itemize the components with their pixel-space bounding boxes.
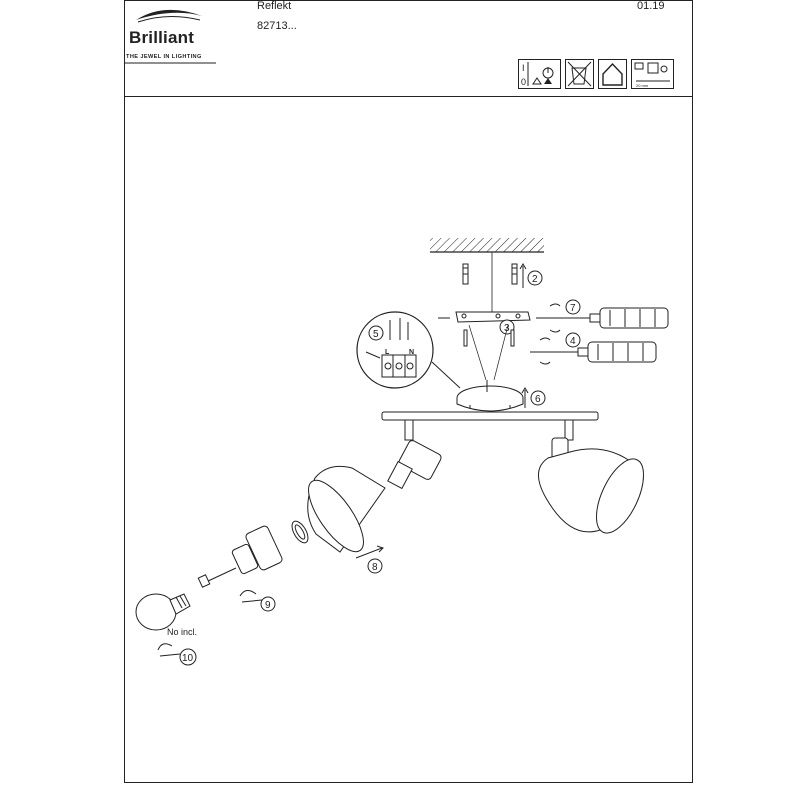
svg-text:0: 0	[521, 77, 526, 87]
light-bulb	[135, 593, 191, 631]
header-divider	[124, 96, 693, 97]
screwdriver-bottom	[530, 341, 657, 363]
brand-tagline: THE JEWEL IN LIGHTING	[126, 54, 202, 60]
step-5-label: 5	[373, 329, 379, 340]
step-4-label: 4	[570, 336, 576, 347]
step-10-label: 10	[182, 653, 194, 664]
power-off-icon: I 0	[518, 59, 561, 89]
step-8-label: 8	[372, 562, 378, 573]
mounting-bracket	[438, 311, 548, 323]
bracket-screws	[463, 324, 515, 381]
step-7-marker: 7	[549, 299, 581, 333]
step-8-marker: 8	[355, 545, 384, 574]
document-date: 01.19	[637, 0, 665, 12]
brand-name: Brilliant	[129, 28, 195, 47]
mounting-distance-icon: 20 mm	[631, 59, 674, 89]
shade-left	[307, 465, 386, 553]
step-9-label: 9	[265, 600, 271, 611]
bulb-not-included-note: No incl.	[167, 627, 198, 637]
wall-plugs	[462, 263, 518, 285]
lamp-holder	[197, 525, 283, 588]
step-2-marker: 2	[519, 263, 543, 288]
ceiling	[430, 238, 544, 312]
step-6-label: 6	[535, 394, 541, 405]
no-disposal-icon	[565, 59, 594, 89]
spot-right	[538, 437, 644, 534]
step-6-marker: 6	[521, 387, 546, 408]
svg-text:I: I	[522, 63, 525, 73]
step-9-marker: 9	[239, 590, 276, 612]
assembly-drawing: 2 3 7	[135, 238, 669, 666]
brilliant-logo	[124, 9, 216, 64]
page-frame	[124, 0, 693, 783]
svg-text:20 mm: 20 mm	[636, 83, 649, 88]
step-4-marker: 4	[539, 332, 581, 365]
step-10-marker: 10	[157, 643, 197, 666]
product-title: Reflekt	[257, 0, 292, 12]
light-bar	[381, 411, 599, 441]
canopy	[456, 380, 524, 412]
step-2-label: 2	[532, 274, 538, 285]
indoor-house-icon	[598, 59, 627, 89]
wiring-detail: L N 5	[356, 311, 461, 389]
terminal-label-l: L	[385, 349, 390, 356]
screwdriver-top	[548, 307, 669, 329]
safety-icons: I 0 20 mm	[518, 59, 674, 89]
article-number: 82713...	[257, 20, 297, 32]
step-7-label: 7	[570, 303, 576, 314]
terminal-label-n: N	[409, 349, 414, 356]
socket-holder-left	[387, 440, 442, 490]
retaining-ring	[291, 520, 309, 544]
